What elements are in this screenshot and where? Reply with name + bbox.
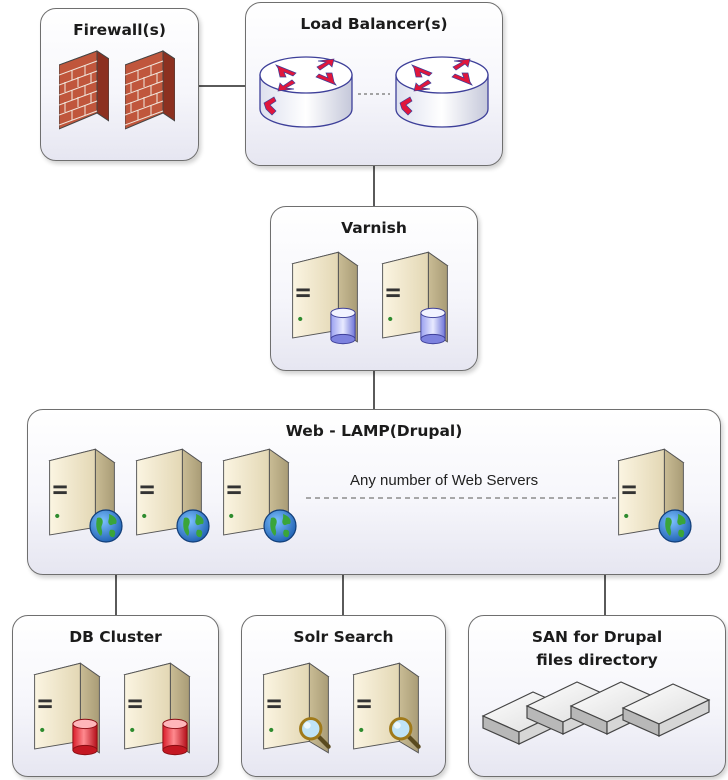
database-icon (329, 307, 357, 345)
globe-icon (657, 508, 693, 544)
connector-firewall-loadbalancer (199, 85, 246, 87)
connector-web-solr (342, 575, 344, 615)
connector-loadbalancer-varnish (373, 166, 375, 206)
db-cluster-title: DB Cluster (69, 628, 162, 646)
varnish-box: Varnish (270, 206, 478, 371)
router-link-dotted (358, 93, 390, 95)
database-icon (419, 307, 447, 345)
router-icon (256, 53, 356, 133)
san-box: SAN for Drupal files directory (468, 615, 726, 777)
storage-disk-icon (621, 680, 711, 740)
solr-search-box: Solr Search (241, 615, 446, 777)
web-servers-note: Any number of Web Servers (350, 472, 539, 489)
san-title: SAN for Drupal files directory (469, 626, 725, 672)
magnifier-icon (298, 716, 332, 750)
connector-web-san (604, 575, 606, 615)
firewall-icon (125, 49, 175, 144)
database-icon (161, 718, 189, 756)
db-cluster-box: DB Cluster (12, 615, 219, 777)
san-title-line1: SAN for Drupal (531, 628, 663, 646)
web-lamp-title: Web - LAMP(Drupal) (285, 422, 463, 440)
solr-search-title: Solr Search (293, 628, 394, 646)
load-balancer-box: Load Balancer(s) (245, 2, 503, 166)
database-icon (71, 718, 99, 756)
dashed-line (306, 497, 616, 499)
connector-varnish-web (373, 371, 375, 409)
load-balancer-title: Load Balancer(s) (300, 15, 448, 33)
firewall-box: Firewall(s) (40, 8, 199, 161)
magnifier-icon (388, 716, 422, 750)
firewall-title: Firewall(s) (73, 21, 166, 39)
web-lamp-box: Web - LAMP(Drupal) Any number of Web Ser… (27, 409, 721, 575)
globe-icon (175, 508, 211, 544)
san-title-line2: files directory (536, 651, 658, 669)
globe-icon (262, 508, 298, 544)
router-icon (392, 53, 492, 133)
connector-web-db (115, 575, 117, 615)
globe-icon (88, 508, 124, 544)
firewall-icon (59, 49, 109, 144)
varnish-title: Varnish (341, 219, 407, 237)
